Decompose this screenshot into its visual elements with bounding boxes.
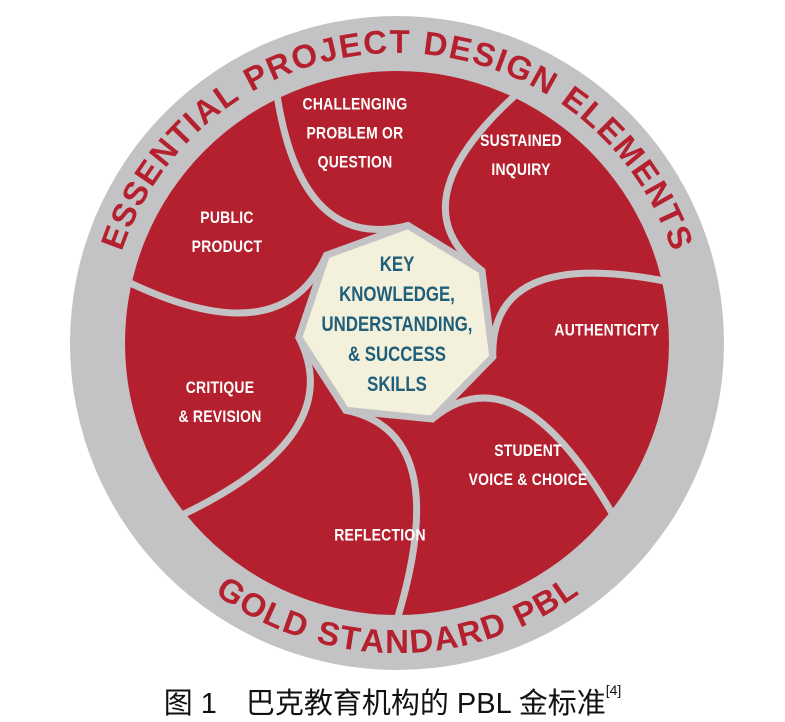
blade-divider-5 bbox=[179, 335, 314, 519]
element-student-voice-choice: STUDENT VOICE & CHOICE bbox=[468, 441, 588, 489]
figure-caption: 图 1 巴克教育机构的 PBL 金标准[4] bbox=[0, 680, 785, 722]
blade-divider-4 bbox=[345, 406, 421, 621]
ring-letter: D bbox=[422, 24, 450, 64]
ring-letter: N bbox=[385, 623, 409, 660]
element-public-product: PUBLIC PRODUCT bbox=[191, 208, 263, 256]
element-authenticity: AUTHENTICITY bbox=[554, 320, 660, 340]
caption-text: 图 1 巴克教育机构的 PBL 金标准 bbox=[163, 688, 606, 720]
element-sustained-inquiry: SUSTAINED INQUIRY bbox=[480, 131, 562, 179]
caption-reference: [4] bbox=[605, 682, 622, 698]
element-challenging-problem: CHALLENGING PROBLEM OR QUESTION bbox=[302, 94, 408, 172]
element-critique-revision: CRITIQUE & REVISION bbox=[178, 378, 262, 426]
center-heptagon bbox=[294, 221, 497, 423]
ring-letter: T bbox=[389, 23, 409, 60]
ring-letter: D bbox=[408, 621, 435, 660]
blade-divider-1 bbox=[441, 91, 519, 274]
blade-divider-2 bbox=[489, 269, 667, 357]
blade-divider-3 bbox=[429, 394, 617, 517]
blade-divider-6 bbox=[126, 253, 330, 317]
element-reflection: REFLECTION bbox=[334, 525, 426, 545]
center-text: KEY KNOWLEDGE, UNDERSTANDING, & SUCCESS … bbox=[321, 253, 473, 396]
shutter-blade-lines bbox=[126, 91, 667, 621]
ring-letter: A bbox=[431, 617, 461, 657]
ring-letter: A bbox=[359, 621, 386, 660]
blade-divider-0 bbox=[273, 93, 409, 233]
ring-letter: C bbox=[362, 23, 388, 62]
